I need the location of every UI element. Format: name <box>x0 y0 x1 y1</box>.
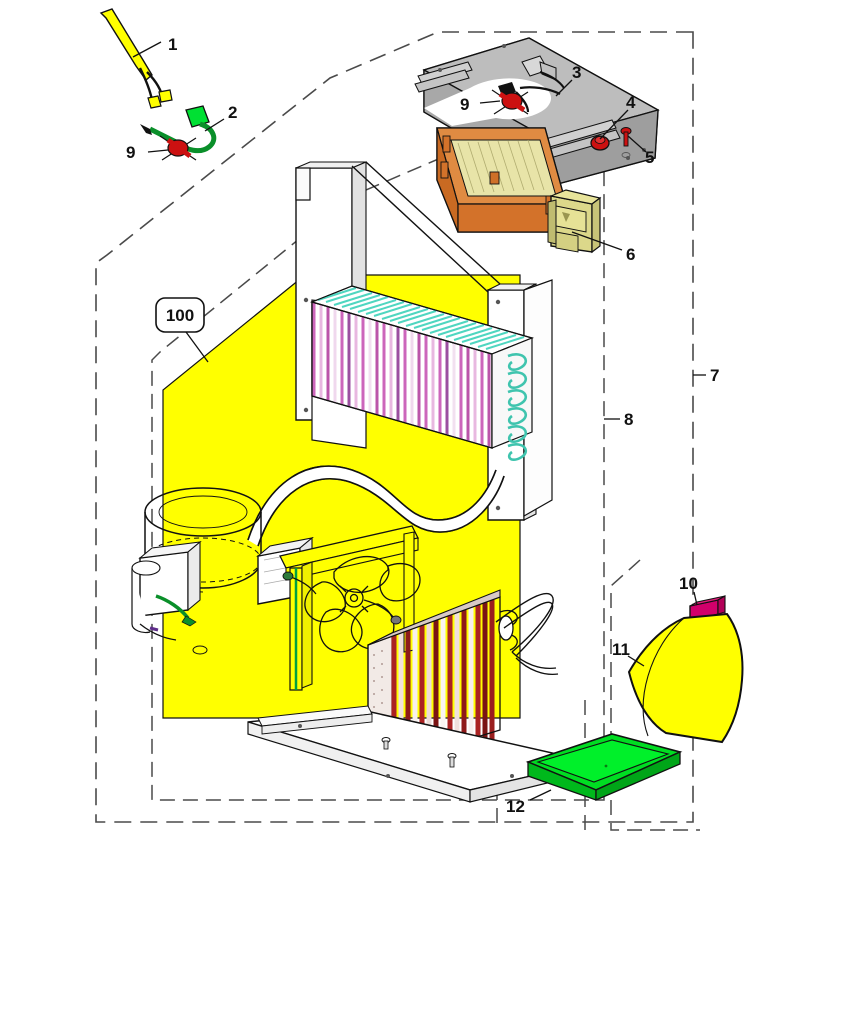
part-11-panel-yellow: 11 <box>612 612 744 744</box>
suction-tube <box>247 465 505 547</box>
part-9a-connector-red: 9 <box>126 135 197 162</box>
callout-7: 7 <box>693 366 719 385</box>
outer-boundary-outline <box>95 31 694 823</box>
callout-10-label: 10 <box>679 574 698 593</box>
base-fasteners <box>298 724 514 778</box>
callout-3-label: 3 <box>572 63 581 82</box>
compressor-relay-box <box>131 540 208 655</box>
callout-9b-label: 9 <box>460 95 469 114</box>
callout-8-label: 8 <box>624 410 633 429</box>
callout-7-label: 7 <box>710 366 719 385</box>
callout-2-label: 2 <box>228 103 237 122</box>
part-9b-connector-red: 9 <box>460 89 529 115</box>
callout-100-label: 100 <box>166 306 194 325</box>
callout-11-label: 11 <box>612 640 630 659</box>
inner-boundary-outline <box>151 159 605 801</box>
part-1-wire-harness: 1 <box>99 8 177 109</box>
part-6-thermostat-module: 6 <box>547 189 635 264</box>
fan-motor-assembly <box>256 525 421 691</box>
part-4-grommet-red: 4 <box>590 93 636 151</box>
evaporator-coil <box>310 285 534 462</box>
part-5-screw-red: 5 <box>620 127 654 167</box>
part-12-drip-tray-green: 12 <box>506 733 683 816</box>
callout-100: 100 <box>155 297 209 363</box>
defrost-heater-element <box>436 127 567 233</box>
return-bends <box>507 353 527 462</box>
callout-8: 8 <box>604 410 633 429</box>
callout-9a-label: 9 <box>126 143 135 162</box>
condenser-tube-loop <box>495 592 559 676</box>
callout-12-label: 12 <box>506 797 525 816</box>
callout-1-label: 1 <box>168 35 177 54</box>
callout-4-label: 4 <box>626 93 636 112</box>
callout-6-label: 6 <box>626 245 635 264</box>
callout-5-label: 5 <box>645 148 654 167</box>
